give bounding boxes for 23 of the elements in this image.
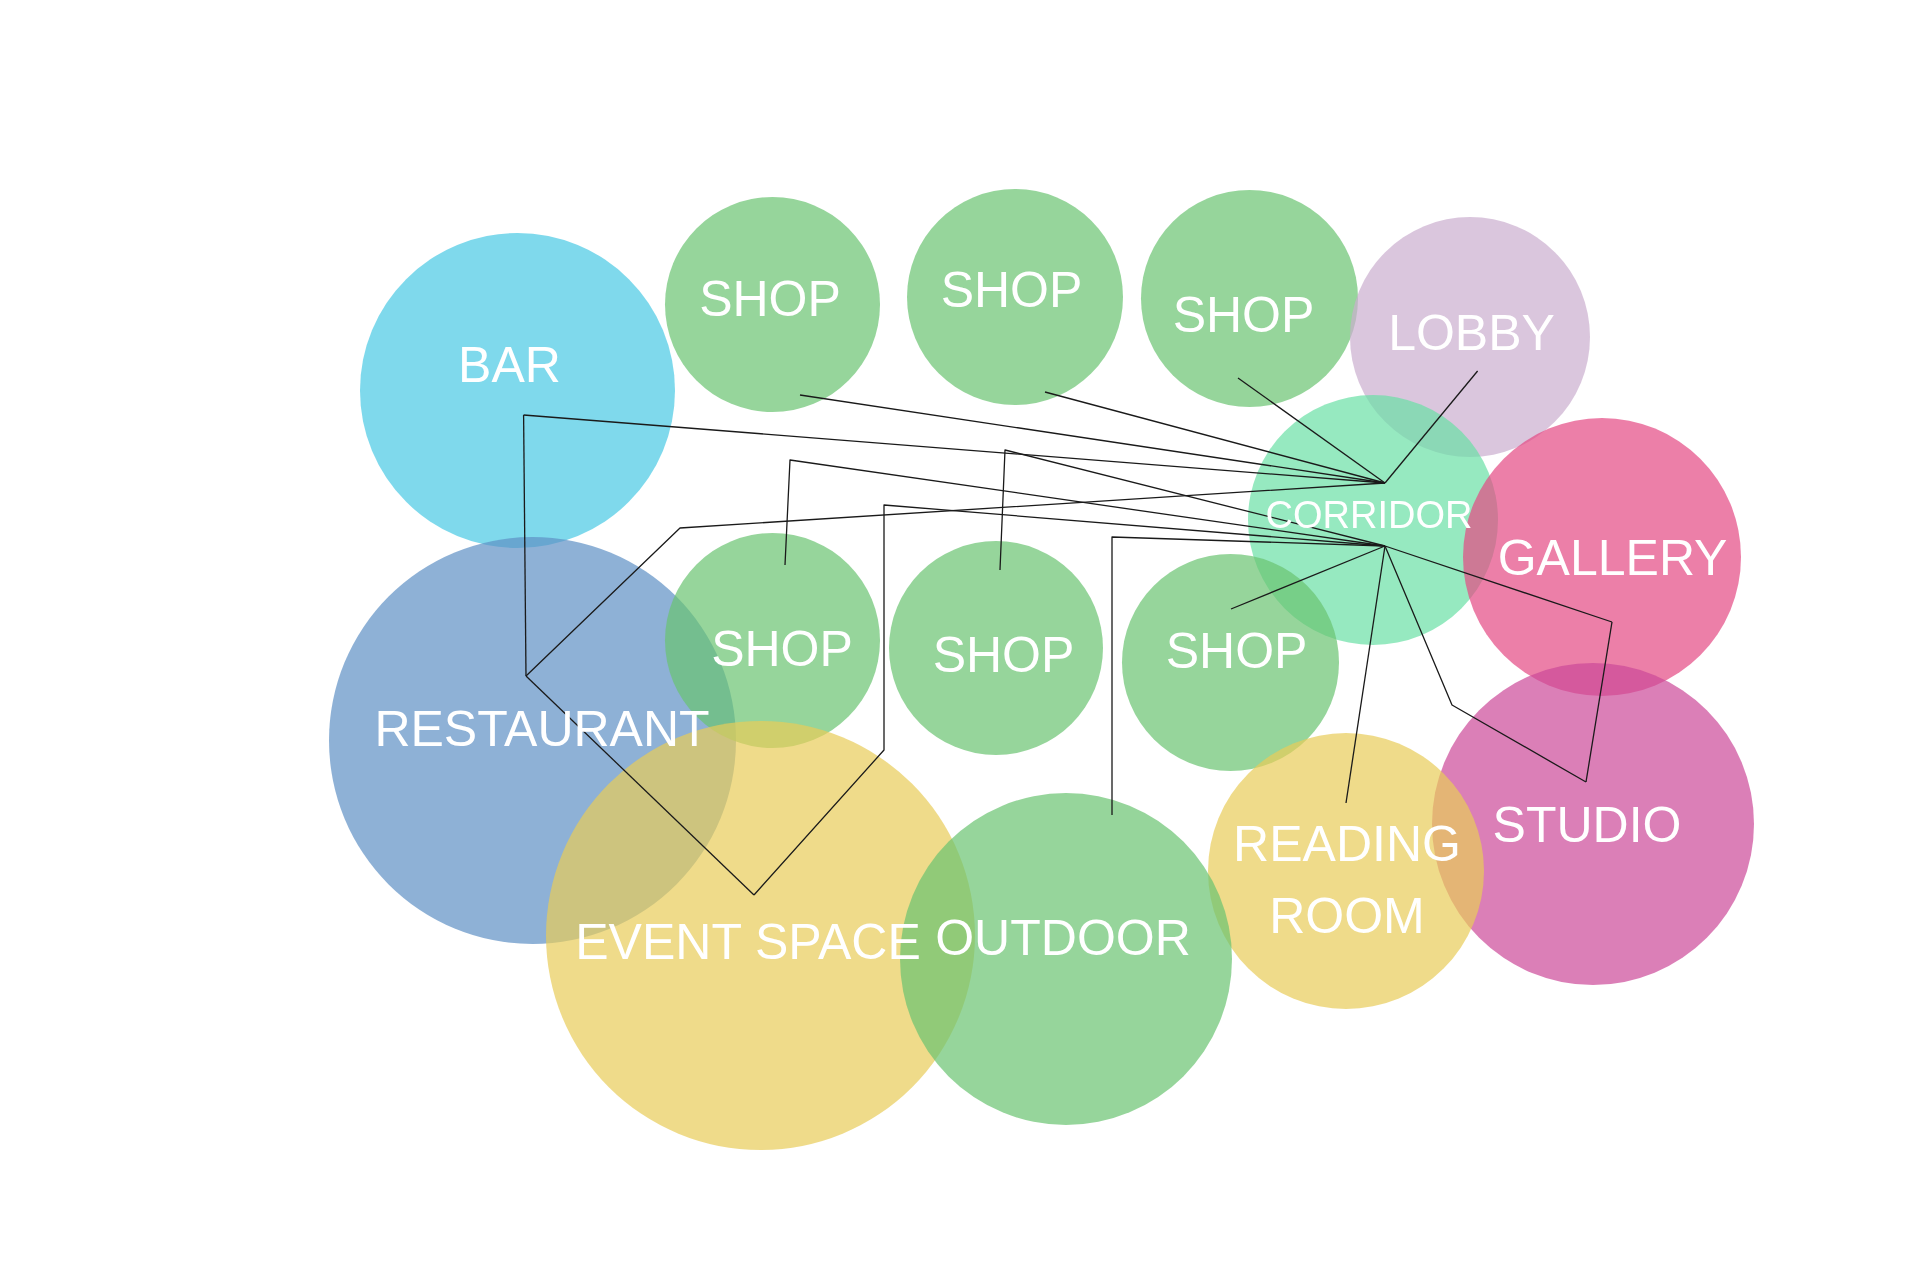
connector-line <box>1230 545 1386 610</box>
room-label: BAR <box>458 336 561 395</box>
connector-line <box>1585 621 1613 783</box>
connector-line <box>525 482 1386 677</box>
room-label: GALLERY <box>1497 529 1728 588</box>
room-label: READING ROOM <box>1232 815 1462 946</box>
room-label: CORRIDOR <box>1265 493 1473 539</box>
room-label: LOBBY <box>1388 304 1555 363</box>
connector-line <box>1345 545 1386 804</box>
room-label: SHOP <box>711 620 853 679</box>
connector-line <box>1111 536 1386 816</box>
connector-line <box>1384 545 1613 623</box>
room-label: SHOP <box>932 626 1075 685</box>
room-label: SHOP <box>1165 621 1308 681</box>
room-label: SHOP <box>1172 285 1315 345</box>
connector-line <box>522 414 1386 484</box>
room-label: SHOP <box>940 260 1083 320</box>
connector-line <box>522 414 527 677</box>
room-label: SHOP <box>699 270 841 329</box>
room-label: OUTDOOR <box>935 909 1191 968</box>
connector-line <box>1384 545 1587 783</box>
room-label: STUDIO <box>1492 796 1682 855</box>
connector-line <box>1384 370 1479 484</box>
